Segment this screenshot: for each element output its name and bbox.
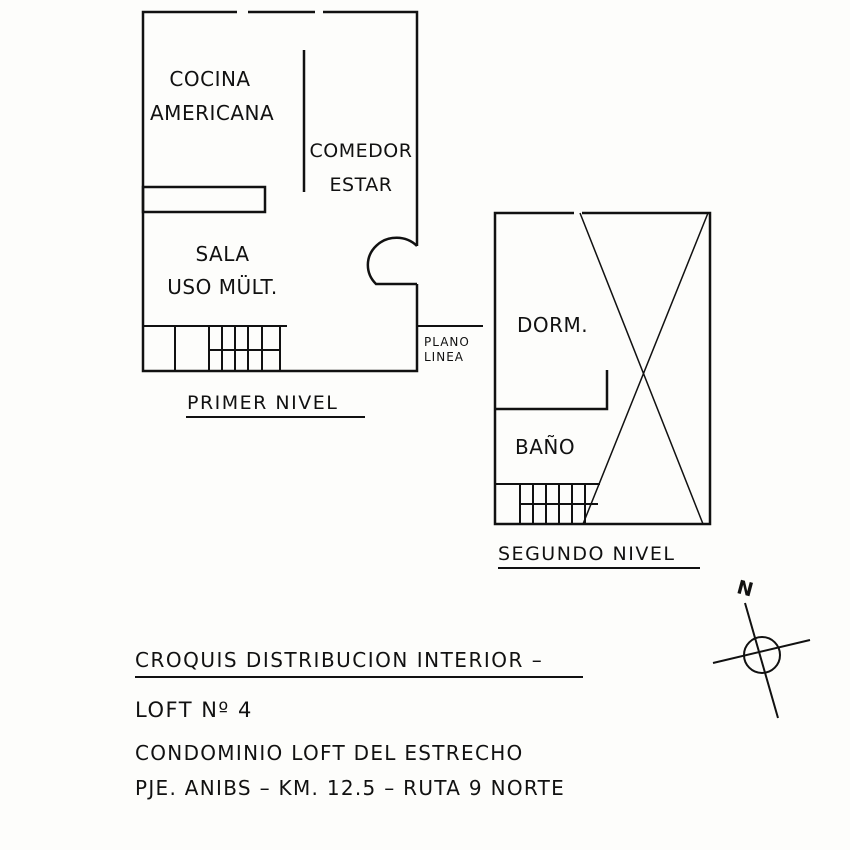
bathroom-wall [495, 370, 609, 411]
address: PJE. ANIBS – KM. 12.5 – RUTA 9 NORTE [135, 776, 566, 800]
room-label-estar: ESTAR [329, 174, 393, 196]
room-label-uso-multiple: USO MÜLT. [167, 275, 278, 299]
stairs-second-floor [495, 483, 600, 524]
void-cross-1 [579, 212, 704, 525]
plano-label: PLANO [424, 335, 470, 349]
room-label-dorm: DORM. [517, 313, 589, 337]
first-floor-walls [141, 10, 419, 373]
second-floor-plan [493, 211, 712, 569]
loft-number: LOFT Nº 4 [135, 698, 253, 722]
segundo-nivel-title: SEGUNDO NIVEL [498, 543, 676, 565]
condominio-name: CONDOMINIO LOFT DEL ESTRECHO [135, 741, 524, 765]
door-swing [366, 236, 418, 286]
room-label-comedor: COMEDOR [309, 140, 413, 162]
room-label-americana: AMERICANA [150, 101, 275, 125]
primer-nivel-title: PRIMER NIVEL [187, 392, 339, 414]
north-compass-icon [712, 602, 811, 719]
void-cross-2 [582, 212, 709, 525]
footer-title: CROQUIS DISTRIBUCION INTERIOR – [135, 648, 544, 672]
room-label-sala: SALA [195, 242, 250, 266]
first-floor-plan [141, 10, 419, 418]
second-floor-walls [493, 211, 712, 526]
room-label-bano: BAÑO [515, 435, 576, 459]
kitchen-counter [141, 185, 267, 214]
linea-label: LINEA [424, 350, 464, 364]
room-label-cocina: COCINA [169, 67, 251, 91]
stairs-first-floor [143, 325, 287, 371]
